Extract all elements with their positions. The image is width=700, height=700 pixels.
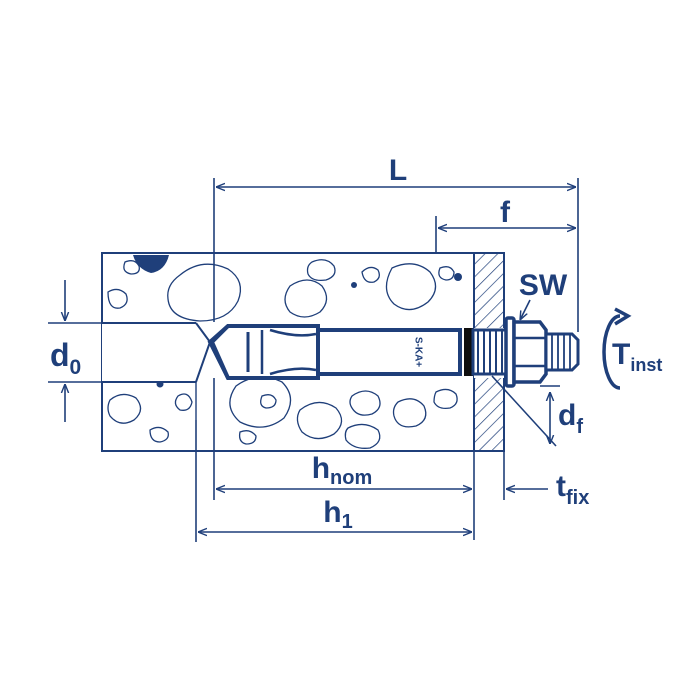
label-L: L (389, 154, 407, 187)
setting-mark-ring (464, 328, 473, 376)
anchor-bolt: S-KA+ (207, 316, 580, 388)
drill-hole (102, 322, 212, 420)
dimension-lines (48, 178, 579, 542)
rotation-arrow-icon (602, 307, 632, 390)
label-h1: h1 (323, 496, 352, 533)
label-SW: SW (519, 269, 568, 302)
label-h-nom: hnom (312, 452, 373, 489)
label-t-fix: tfix (556, 470, 589, 509)
concrete-aggregate (107, 259, 458, 449)
label-T-inst: Tinst (612, 338, 662, 375)
label-df: df (558, 399, 583, 438)
bolt-marking: S-KA+ (412, 337, 423, 367)
label-f: f (500, 196, 511, 229)
hex-nut (512, 320, 548, 384)
label-d0: d0 (50, 337, 81, 379)
